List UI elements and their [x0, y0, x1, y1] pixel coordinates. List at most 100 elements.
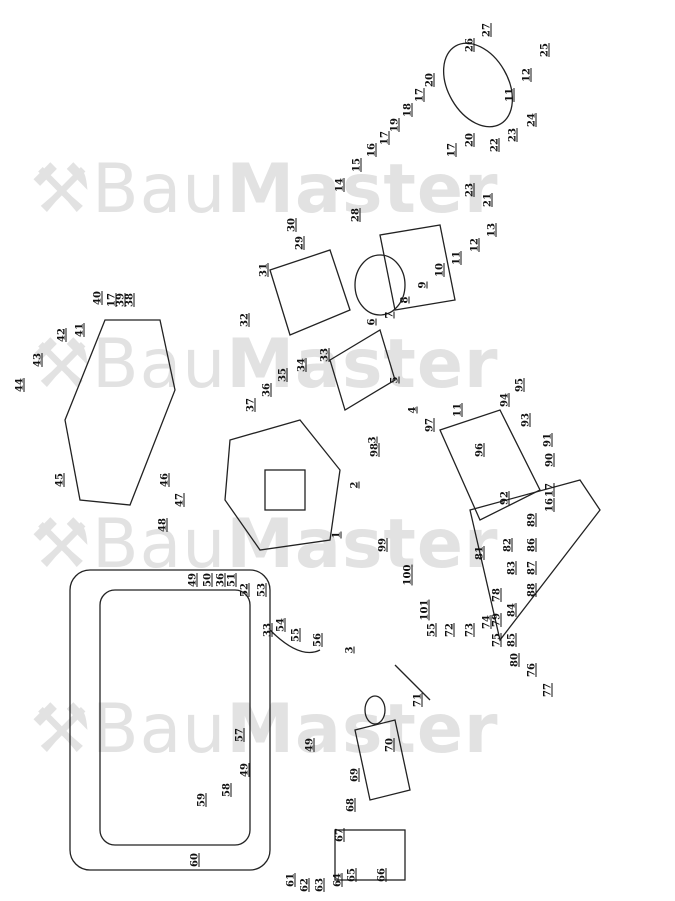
part-number-label: 11 [504, 88, 516, 102]
part-number-label: 89 [526, 513, 538, 527]
part-number-label: 1 [331, 531, 343, 539]
part-number-label: 71 [412, 693, 424, 707]
part-number-label: 66 [376, 868, 388, 882]
part-number-label: 15 [351, 158, 363, 172]
part-number-label: 68 [345, 798, 357, 812]
part-number-label: 78 [491, 588, 503, 602]
part-number-label: 20 [424, 73, 436, 87]
part-number-label: 57 [234, 728, 246, 742]
part-number-label: 12 [521, 68, 533, 82]
part-number-label: 73 [464, 623, 476, 637]
part-number-label: 74 [481, 615, 493, 629]
part-number-label: 49 [304, 738, 316, 752]
part-number-label: 92 [499, 491, 511, 505]
part-number-label: 48 [157, 518, 169, 532]
part-number-label: 72 [444, 623, 456, 637]
part-number-label: 43 [32, 353, 44, 367]
part-number-label: 83 [506, 561, 518, 575]
part-number-label: 94 [499, 393, 511, 407]
part-number-label: 20 [464, 133, 476, 147]
part-number-label: 81 [474, 546, 486, 560]
part-number-label: 18 [402, 103, 414, 117]
muffler-pipe [364, 664, 431, 725]
part-number-label: 95 [514, 378, 526, 392]
part-number-label: 29 [294, 236, 306, 250]
part-number-label: 51 [226, 573, 238, 587]
part-number-label: 4 [407, 406, 419, 414]
part-number-label: 3 [344, 646, 356, 654]
part-number-label: 88 [526, 583, 538, 597]
watermark: ⚒BauMaster [30, 325, 499, 404]
part-number-label: 58 [221, 783, 233, 797]
part-number-label: 44 [14, 378, 26, 392]
part-number-label: 63 [314, 878, 326, 892]
part-number-label: 55 [426, 623, 438, 637]
part-number-label: 10 [434, 263, 446, 277]
part-number-label: 76 [526, 663, 538, 677]
part-number-label: 54 [275, 618, 287, 632]
part-number-label: 11 [451, 251, 463, 265]
part-number-label: 101 [419, 599, 431, 621]
part-number-label: 12 [469, 238, 481, 252]
part-number-label: 14 [334, 178, 346, 192]
part-number-label: 9 [417, 281, 429, 289]
part-number-label: 31 [258, 263, 270, 277]
control-panel [439, 409, 601, 642]
part-number-label: 64 [332, 873, 344, 887]
part-number-label: 38 [124, 293, 136, 307]
part-number-label: 49 [239, 763, 251, 777]
part-number-label: 36 [215, 573, 227, 587]
part-number-label: 17 [379, 131, 391, 145]
part-number-label: 30 [286, 218, 298, 232]
part-number-label: 46 [159, 473, 171, 487]
part-number-label: 93 [520, 413, 532, 427]
part-number-label: 65 [346, 868, 358, 882]
part-number-label: 69 [349, 768, 361, 782]
part-number-label: 33 [319, 348, 331, 362]
carburetor-airbox [269, 249, 351, 336]
part-number-label: 33 [262, 623, 274, 637]
part-number-label: 52 [239, 583, 251, 597]
part-number-label: 91 [542, 433, 554, 447]
cable [269, 629, 321, 654]
alternator-housing [354, 224, 456, 316]
part-number-label: 17 [446, 143, 458, 157]
part-number-label: 17 [414, 88, 426, 102]
part-number-label: 55 [290, 628, 302, 642]
part-number-label: 87 [526, 561, 538, 575]
part-number-label: 25 [539, 43, 551, 57]
part-number-label: 23 [507, 128, 519, 142]
part-number-label: 47 [174, 493, 186, 507]
fan-cover [442, 42, 514, 128]
part-number-label: 11 [452, 403, 464, 417]
part-number-label: 97 [424, 418, 436, 432]
watermark: ⚒BauMaster [30, 505, 499, 584]
part-number-label: 62 [299, 878, 311, 892]
part-number-label: 40 [92, 291, 104, 305]
part-number-label: 2 [349, 481, 361, 489]
part-number-label: 34 [296, 358, 308, 372]
part-number-label: 99 [377, 538, 389, 552]
part-number-label: 100 [402, 564, 414, 586]
part-number-label: 13 [486, 223, 498, 237]
part-number-label: 49 [187, 573, 199, 587]
watermark: ⚒BauMaster [30, 690, 499, 769]
part-number-label: 6 [366, 318, 378, 326]
part-number-label: 17 [544, 483, 556, 497]
part-number-label: 21 [482, 193, 494, 207]
battery [334, 719, 411, 881]
frame [69, 569, 271, 871]
part-number-label: 5 [389, 376, 401, 384]
part-number-label: 23 [464, 183, 476, 197]
part-number-label: 28 [350, 208, 362, 222]
fuel-tank [64, 319, 176, 506]
rotor [329, 329, 396, 411]
part-number-label: 85 [506, 633, 518, 647]
part-number-label: 84 [506, 603, 518, 617]
part-number-label: 41 [74, 323, 86, 337]
part-number-label: 35 [277, 368, 289, 382]
part-number-label: 50 [202, 573, 214, 587]
part-number-label: 86 [526, 538, 538, 552]
